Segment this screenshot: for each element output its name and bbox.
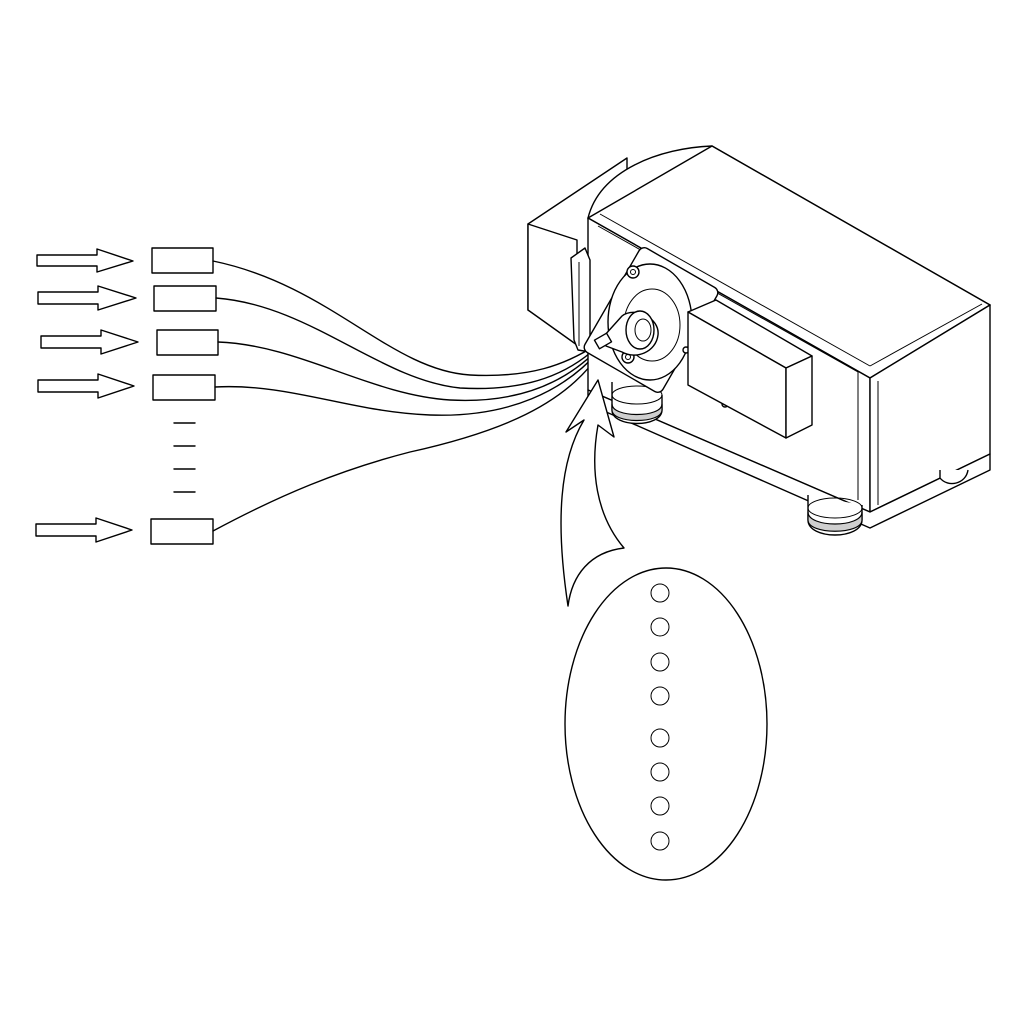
fiber-connector-3 (156, 329, 219, 356)
bundle-callout-arrow (560, 379, 625, 607)
input-arrow-1 (36, 248, 134, 273)
fiber-connector-2 (153, 285, 217, 312)
fiber-hole-7 (650, 796, 670, 816)
optical-fiber-2 (215, 297, 598, 390)
fiber-connector-n (150, 518, 214, 545)
fiber-hole-2 (650, 617, 670, 637)
fiber-connectors (150, 247, 219, 545)
housing-feet (611, 382, 969, 536)
fiber-connector-1 (151, 247, 214, 274)
input-arrow-n (35, 517, 133, 543)
continuation-dashes (173, 422, 196, 493)
fiber-hole-3 (650, 652, 670, 672)
fiber-hole-5 (650, 728, 670, 748)
fiber-hole-8 (650, 831, 670, 851)
fiber-connector-4 (152, 374, 216, 401)
optical-fiber-4 (214, 350, 600, 416)
detector-module (687, 299, 813, 439)
input-arrow-3 (40, 329, 139, 355)
input-arrows (35, 248, 139, 543)
optical-fiber-1 (212, 260, 597, 377)
optical-fibers (212, 260, 601, 532)
fiber-hole-4 (650, 686, 670, 706)
fiber-bundle-end-face (564, 567, 768, 881)
input-arrow-4 (37, 373, 135, 399)
fiber-hole-6 (650, 762, 670, 782)
optical-fiber-3 (217, 341, 599, 402)
fiber-hole-1 (650, 583, 670, 603)
bundle-outline (564, 567, 768, 881)
input-arrow-2 (37, 285, 137, 311)
optical-fiber-n (212, 352, 601, 532)
